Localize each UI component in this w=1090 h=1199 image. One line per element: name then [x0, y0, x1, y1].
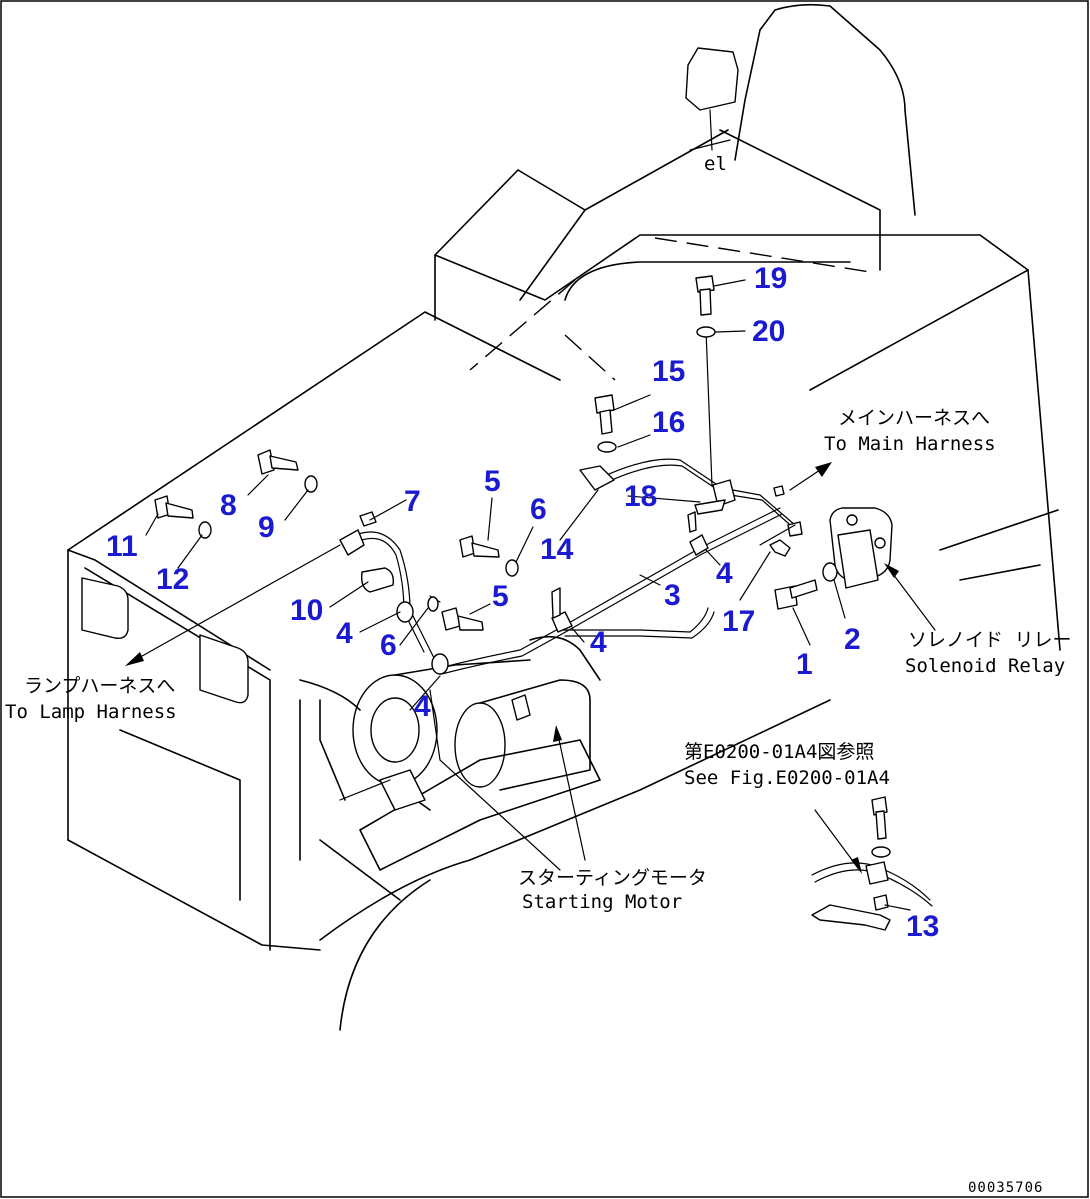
callout-9: 9 — [258, 511, 275, 544]
callout-7: 7 — [404, 485, 421, 518]
harness-wire-3 — [429, 507, 783, 871]
callout-15: 15 — [652, 355, 685, 388]
callout-14: 14 — [540, 533, 574, 566]
bolts — [154, 275, 838, 631]
figure-code: 00035706 — [968, 1180, 1043, 1196]
engine-hood — [67, 311, 831, 1031]
main-harness-arrow-icon — [815, 462, 832, 477]
lamp-harness-arrow-icon — [125, 652, 144, 666]
callout-5-lower: 5 — [492, 580, 509, 613]
callout-4-motor: 4 — [414, 690, 431, 723]
callout-17: 17 — [722, 605, 755, 638]
leader-lines — [145, 279, 911, 911]
callout-2: 2 — [844, 623, 861, 656]
callout-4-left: 4 — [336, 617, 353, 650]
callout-20: 20 — [752, 315, 785, 348]
reference-arrows — [125, 462, 936, 874]
callout-16: 16 — [652, 406, 685, 439]
callout-numbers: 19 20 15 16 18 14 5 6 5 7 8 9 11 12 10 4… — [106, 262, 939, 943]
callout-6-lower: 6 — [380, 629, 397, 662]
text-labels: メインハーネスへ To Main Harness ソレノイド リレー Solen… — [5, 407, 1071, 1196]
callout-6-upper: 6 — [530, 493, 547, 526]
callout-1: 1 — [796, 648, 813, 681]
callout-12: 12 — [156, 563, 189, 596]
see-fig-label-jp: 第E0200-01A4図参照 — [684, 741, 874, 763]
callout-8: 8 — [220, 489, 237, 522]
callout-18: 18 — [624, 480, 657, 513]
cab-outline — [434, 3, 1061, 651]
callout-10: 10 — [290, 594, 323, 627]
starting-motor-label-en: Starting Motor — [522, 891, 682, 913]
solenoid-relay — [829, 507, 893, 589]
svg-text:el: el — [704, 153, 727, 175]
solenoid-label-jp: ソレノイド リレー — [908, 629, 1071, 651]
callout-3: 3 — [664, 579, 681, 612]
main-harness-label-jp: メインハーネスへ — [838, 407, 990, 429]
detail-inset — [811, 796, 933, 931]
harness-wire-7 — [339, 511, 449, 675]
harness-wire-14 — [579, 329, 803, 537]
solenoid-label-en: Solenoid Relay — [905, 655, 1065, 677]
clamps — [551, 511, 709, 633]
cab-lamp: el — [685, 47, 739, 175]
starting-motor-label-jp: スターティングモータ — [518, 867, 707, 889]
main-harness-label-en: To Main Harness — [824, 433, 996, 455]
lamp-harness-label-jp: ランプハーネスへ — [24, 675, 175, 697]
starting-motor-arrow-icon — [553, 725, 562, 742]
see-fig-label-en: See Fig.E0200-01A4 — [684, 767, 890, 789]
callout-13: 13 — [906, 910, 939, 943]
solenoid-arrow-icon — [884, 563, 899, 578]
callout-4-right: 4 — [716, 557, 733, 590]
see-fig-arrow-icon — [851, 857, 862, 874]
lamp-harness-label-en: To Lamp Harness — [5, 701, 177, 723]
callout-11: 11 — [106, 530, 138, 563]
callout-5-upper: 5 — [484, 465, 501, 498]
callout-4-center: 4 — [590, 626, 607, 659]
callout-19: 19 — [754, 262, 787, 295]
